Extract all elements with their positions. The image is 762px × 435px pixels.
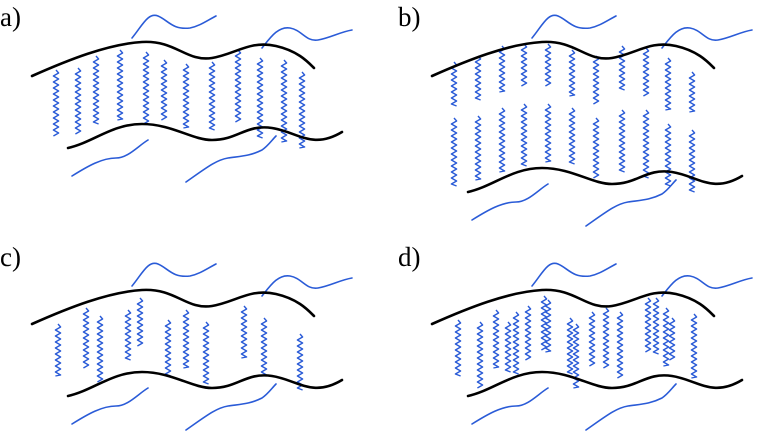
polymer-tail-3 (471, 183, 549, 221)
chain-3 (492, 309, 500, 369)
chain-1 (450, 61, 458, 107)
chain-8 (202, 321, 210, 385)
polymer-tail-4 (585, 179, 677, 227)
chain-6 (524, 305, 532, 361)
lower-membrane (466, 370, 744, 398)
panel-a (30, 14, 353, 183)
chain-2 (82, 307, 90, 369)
chain-3 (92, 55, 100, 125)
chain-11 (296, 333, 304, 391)
chain-5 (512, 311, 520, 375)
chain-18 (690, 313, 698, 379)
lower-membrane (66, 370, 344, 398)
polymer-tail-1 (531, 262, 617, 287)
polymer-tail-3 (71, 387, 149, 425)
polymer-tail-2 (661, 275, 753, 297)
polymer-tail-2 (261, 275, 353, 297)
chain-3 (474, 55, 482, 101)
chain-6 (164, 319, 172, 377)
chain-8 (208, 61, 216, 131)
chain-21 (688, 71, 696, 113)
chain-22 (688, 129, 696, 193)
chain-6 (160, 59, 168, 121)
chain-10 (544, 103, 552, 163)
upper-membrane (30, 40, 316, 78)
upper-membrane (430, 40, 716, 78)
polymer-tail-2 (261, 27, 353, 49)
chain-7 (520, 43, 528, 87)
chain-5 (142, 51, 150, 125)
panel-d (430, 262, 753, 431)
chain-2 (450, 117, 458, 187)
polymer-tail-1 (131, 14, 217, 39)
polymer-tail-1 (531, 14, 617, 39)
chain-16 (618, 109, 626, 173)
chain-8 (520, 103, 528, 167)
chain-18 (642, 109, 650, 179)
chain-10 (256, 57, 264, 139)
chain-9 (240, 305, 248, 359)
chain-2 (74, 67, 82, 135)
panel-label-d: d) (398, 242, 421, 272)
chain-1 (52, 69, 60, 137)
polymer-tail-1 (131, 262, 217, 287)
chain-16 (662, 307, 670, 367)
polymer-tail-4 (185, 383, 277, 431)
chain-14 (592, 117, 600, 179)
chain-14 (644, 297, 652, 353)
chain-11 (568, 49, 576, 97)
polymer-tail-4 (185, 135, 277, 183)
chain-12 (568, 107, 576, 165)
polymer-tail-4 (585, 383, 677, 431)
chain-8 (544, 299, 552, 353)
panel-label-b: b) (398, 2, 421, 32)
polymer-tail-3 (471, 387, 549, 425)
chain-20 (664, 123, 672, 187)
lower-membrane (466, 166, 744, 194)
chain-4 (124, 309, 132, 361)
chain-9 (234, 49, 242, 123)
chain-19 (664, 57, 672, 111)
chain-5 (136, 297, 144, 347)
chain-1 (454, 319, 462, 377)
polymer-tail-2 (661, 27, 753, 49)
chain-4 (116, 49, 124, 121)
chain-15 (652, 297, 660, 355)
chain-4 (504, 321, 512, 373)
chain-13 (616, 311, 624, 379)
chain-3 (96, 315, 104, 383)
chain-17 (642, 47, 650, 97)
chain-13 (592, 55, 600, 105)
chain-2 (476, 321, 484, 389)
polymer-tail-3 (71, 139, 149, 177)
panel-label-a: a) (0, 2, 21, 32)
lower-membrane (66, 122, 344, 150)
chain-7 (182, 63, 190, 129)
chain-15 (618, 45, 626, 91)
chain-17 (668, 317, 676, 361)
panel-label-c: c) (0, 242, 21, 272)
chain-9 (544, 43, 552, 87)
chain-12 (602, 307, 610, 369)
chain-4 (474, 115, 482, 181)
chain-10 (260, 317, 268, 377)
chain-5 (498, 45, 506, 93)
chain-1 (54, 323, 62, 377)
panel-c (30, 262, 353, 431)
chain-7 (182, 309, 190, 369)
upper-membrane (30, 288, 316, 326)
panel-b (430, 14, 753, 227)
chain-6 (498, 107, 506, 173)
upper-membrane (430, 288, 716, 326)
chain-9 (566, 317, 574, 375)
chain-11 (588, 311, 596, 367)
